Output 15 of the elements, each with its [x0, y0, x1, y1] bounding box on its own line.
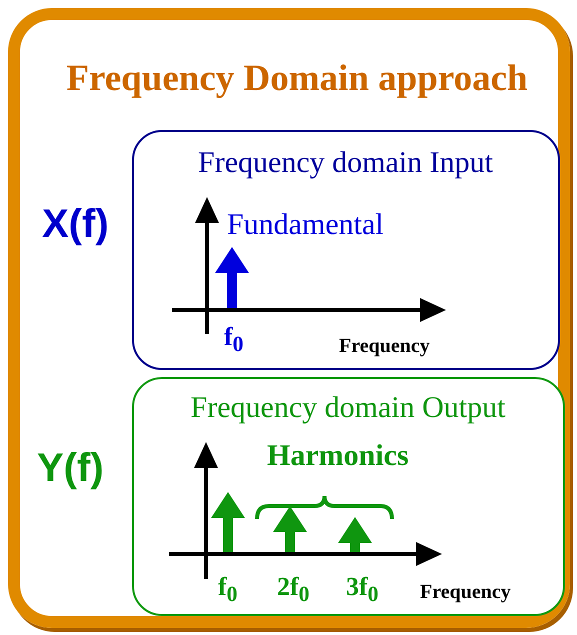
output-panel — [132, 377, 565, 616]
panel-title: Frequency domain Output — [190, 393, 506, 423]
tick-label: 3f$_{0}$ — [346, 574, 378, 606]
axis-label: Frequency — [420, 582, 511, 602]
axis-label: Frequency — [339, 336, 430, 356]
group-label: Harmonics — [267, 441, 409, 471]
panel-title: Frequency Domain approach — [65, 60, 529, 97]
tick-label: f$_{0}$ — [218, 574, 238, 606]
tick-label: 2f$_{0}$ — [277, 574, 310, 606]
function-label: Y(f) — [37, 448, 104, 488]
function-label: X(f) — [42, 204, 109, 244]
tick-label: f$_{0}$ — [224, 324, 244, 356]
input-panel — [132, 130, 560, 370]
peak-label: Fundamental — [227, 210, 384, 240]
panel-title: Frequency domain Input — [197, 148, 494, 178]
